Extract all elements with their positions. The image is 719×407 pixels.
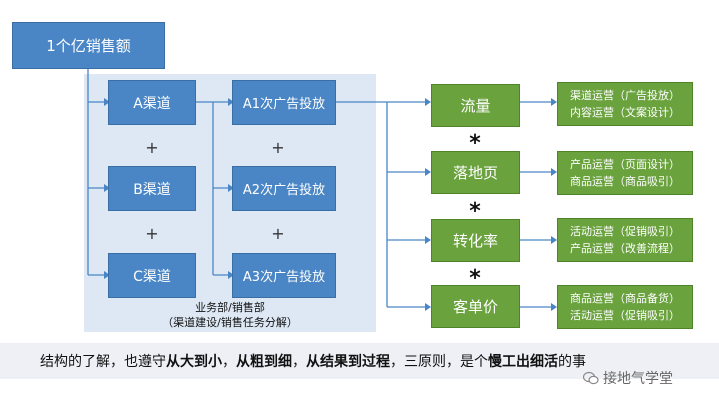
multiply-sign: * [469, 266, 481, 291]
channel-a-box: A渠道 [108, 80, 196, 125]
plus-sign: + [271, 138, 285, 157]
total-sales-box: 1个亿销售额 [12, 22, 165, 69]
ops-landing-page-box: 产品运营（页面设计） 商品运营（商品吸引） [557, 151, 693, 195]
ops-item: 活动运营（促销吸引） [570, 309, 680, 322]
watermark-label: 接地气学堂 [603, 371, 673, 387]
ops-traffic-box: 渠道运营（广告投放） 内容运营（文案设计） [557, 82, 693, 126]
ops-conversion-box: 活动运营（促销吸引） 产品运营（改善流程） [557, 218, 693, 262]
plus-sign: + [145, 138, 159, 157]
ad-a2-box: A2次广告投放 [232, 166, 336, 211]
channel-c-box: C渠道 [108, 253, 196, 298]
wechat-icon [583, 371, 599, 385]
watermark: 接地气学堂 [583, 368, 673, 388]
channel-a-label: A渠道 [133, 95, 171, 112]
metric-landing-page-box: 落地页 [431, 151, 520, 194]
ops-item: 商品运营（商品吸引） [570, 175, 680, 188]
channel-c-label: C渠道 [133, 268, 171, 285]
footer-principles-text: 结构的了解，也遵守从大到小，从粗到细，从结果到过程，三原则，是个慢工出细活的事 [40, 354, 586, 370]
ad-a1-box: A1次广告投放 [232, 80, 336, 125]
channel-b-label: B渠道 [133, 181, 171, 198]
footer-band [0, 343, 719, 379]
metric-conversion-label: 转化率 [452, 232, 498, 250]
department-name: 业务部/销售部 [195, 301, 265, 314]
metric-landing-page-label: 落地页 [452, 164, 498, 182]
ad-a3-label: A3次广告投放 [242, 270, 326, 285]
plus-sign: + [271, 224, 285, 243]
ad-a2-label: A2次广告投放 [242, 183, 326, 198]
metric-order-value-label: 客单价 [452, 298, 498, 316]
metric-conversion-box: 转化率 [431, 219, 520, 262]
multiply-sign: * [469, 199, 481, 224]
ops-item: 渠道运营（广告投放） [570, 89, 680, 102]
metric-traffic-box: 流量 [431, 84, 520, 127]
metric-order-value-box: 客单价 [431, 285, 520, 328]
channel-b-box: B渠道 [108, 166, 196, 211]
multiply-sign: * [469, 131, 481, 156]
ops-item: 产品运营（改善流程） [570, 242, 680, 255]
ops-item: 活动运营（促销吸引） [570, 225, 680, 238]
department-caption: 业务部/销售部 （渠道建设/销售任务分解） [84, 300, 376, 330]
ops-item: 商品运营（商品备货） [570, 292, 680, 305]
ad-a3-box: A3次广告投放 [232, 253, 336, 298]
total-sales-label: 1个亿销售额 [46, 37, 131, 55]
plus-sign: + [145, 224, 159, 243]
metric-traffic-label: 流量 [460, 97, 491, 115]
ops-order-value-box: 商品运营（商品备货） 活动运营（促销吸引） [557, 285, 693, 329]
ad-a1-label: A1次广告投放 [242, 97, 326, 112]
ops-item: 内容运营（文案设计） [570, 106, 680, 119]
ops-item: 产品运营（页面设计） [570, 158, 680, 171]
department-tasks: （渠道建设/销售任务分解） [162, 316, 298, 329]
